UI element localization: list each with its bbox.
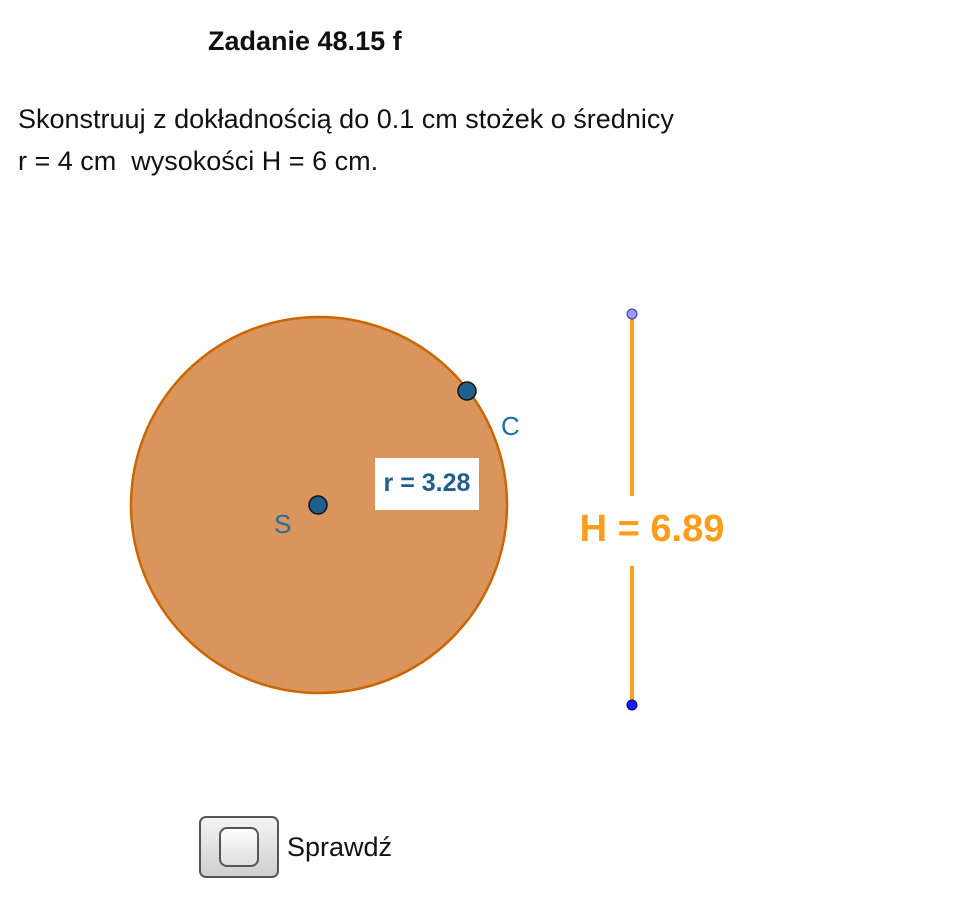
radius-label-box (375, 458, 479, 510)
height-label: H = 6.89 (580, 508, 725, 550)
task-description-line-1: Skonstruuj z dokładnością do 0.1 cm stoż… (18, 104, 674, 134)
checkbox-icon[interactable] (219, 827, 259, 867)
center-point-s[interactable] (308, 495, 328, 515)
radius-label: r = 3.28 (384, 469, 471, 497)
task-description-line-2: r = 4 cm wysokości H = 6 cm. (18, 146, 379, 176)
height-top-point[interactable] (626, 308, 638, 320)
circle-point-label: C (501, 411, 520, 441)
center-point-label: S (274, 509, 291, 539)
check-button[interactable] (199, 816, 279, 878)
circle-point-c[interactable] (457, 381, 477, 401)
task-title: Zadanie 48.15 f (208, 26, 402, 56)
height-bottom-point[interactable] (626, 699, 638, 711)
check-label[interactable]: Sprawdź (287, 831, 393, 862)
check-control: Sprawdź (199, 816, 392, 878)
